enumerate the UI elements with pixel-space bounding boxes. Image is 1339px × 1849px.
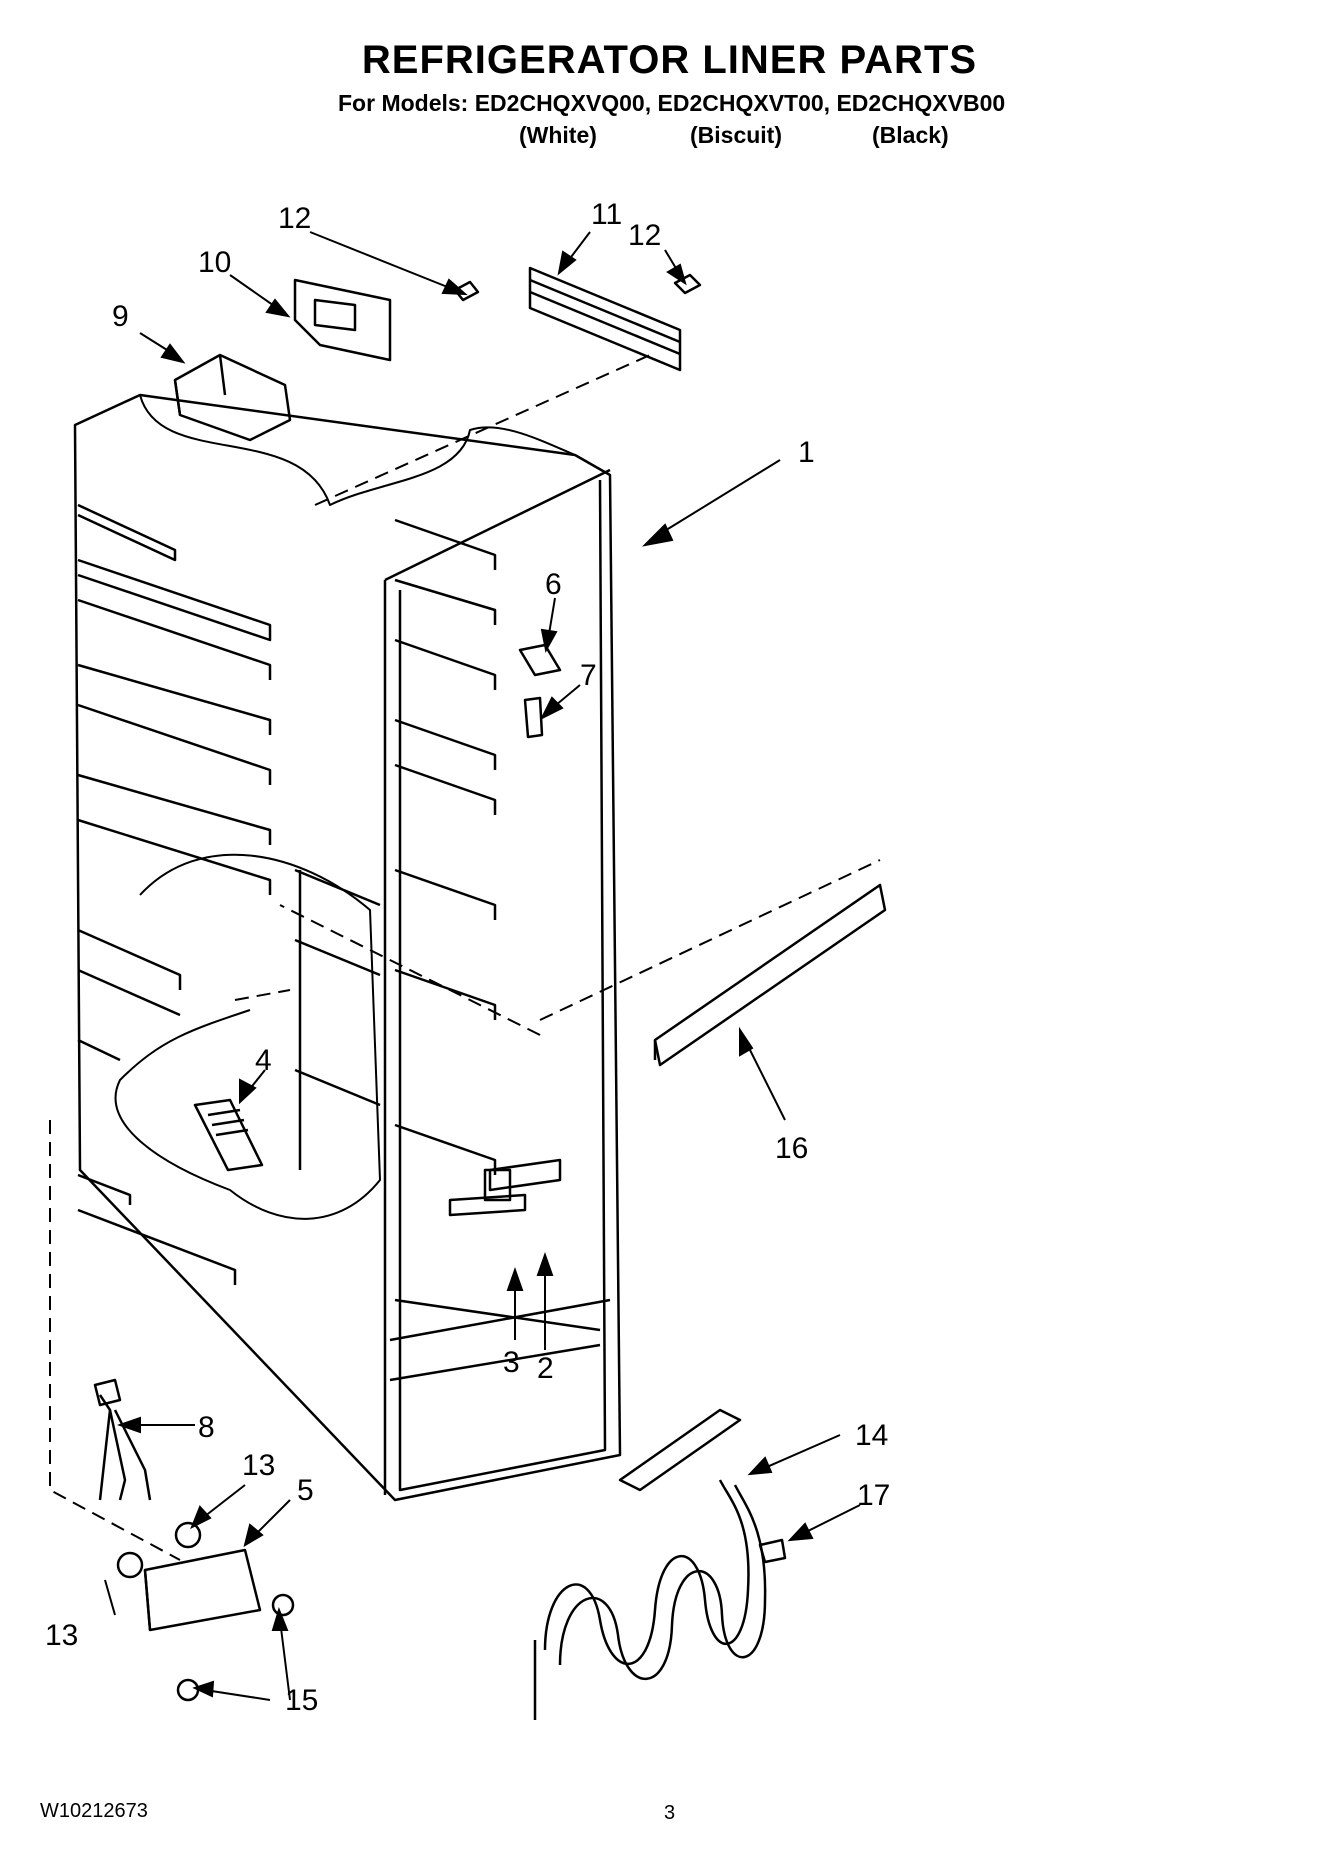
page-number: 3 <box>664 1802 676 1824</box>
callout-10: 10 <box>198 246 231 279</box>
part-4-vent <box>193 1098 264 1172</box>
color-white-label: (White) <box>519 122 597 148</box>
callout-8: 8 <box>198 1411 215 1444</box>
callout-6: 6 <box>545 568 562 601</box>
callout-7: 7 <box>580 659 597 692</box>
callout-12a: 12 <box>278 202 311 235</box>
callout-2: 2 <box>537 1352 554 1385</box>
callout-13b: 13 <box>45 1619 78 1652</box>
page-title: REFRIGERATOR LINER PARTS <box>361 38 978 82</box>
callout-14: 14 <box>855 1419 888 1452</box>
callout-3: 3 <box>503 1346 520 1379</box>
liner-body <box>73 393 622 1502</box>
callout-13a: 13 <box>242 1449 275 1482</box>
callout-4: 4 <box>255 1044 272 1077</box>
callout-5: 5 <box>297 1474 314 1507</box>
part-14-heater <box>533 1408 767 1720</box>
color-biscuit-label: (Biscuit) <box>690 122 782 148</box>
models-line: For Models: ED2CHQXVQ00, ED2CHQXVT00, ED… <box>338 90 1006 116</box>
callout-16: 16 <box>775 1132 808 1165</box>
color-black-label: (Black) <box>872 122 949 148</box>
callout-9: 9 <box>112 300 129 333</box>
part-callouts: 1 2 3 4 5 6 7 8 9 10 11 12 12 13 13 14 1… <box>45 198 890 1717</box>
document-code: W10212673 <box>40 1800 148 1822</box>
callout-12b: 12 <box>628 219 661 252</box>
callout-1: 1 <box>798 436 815 469</box>
callout-11: 11 <box>591 198 622 231</box>
callout-17: 17 <box>857 1479 890 1512</box>
callout-15: 15 <box>285 1684 318 1717</box>
